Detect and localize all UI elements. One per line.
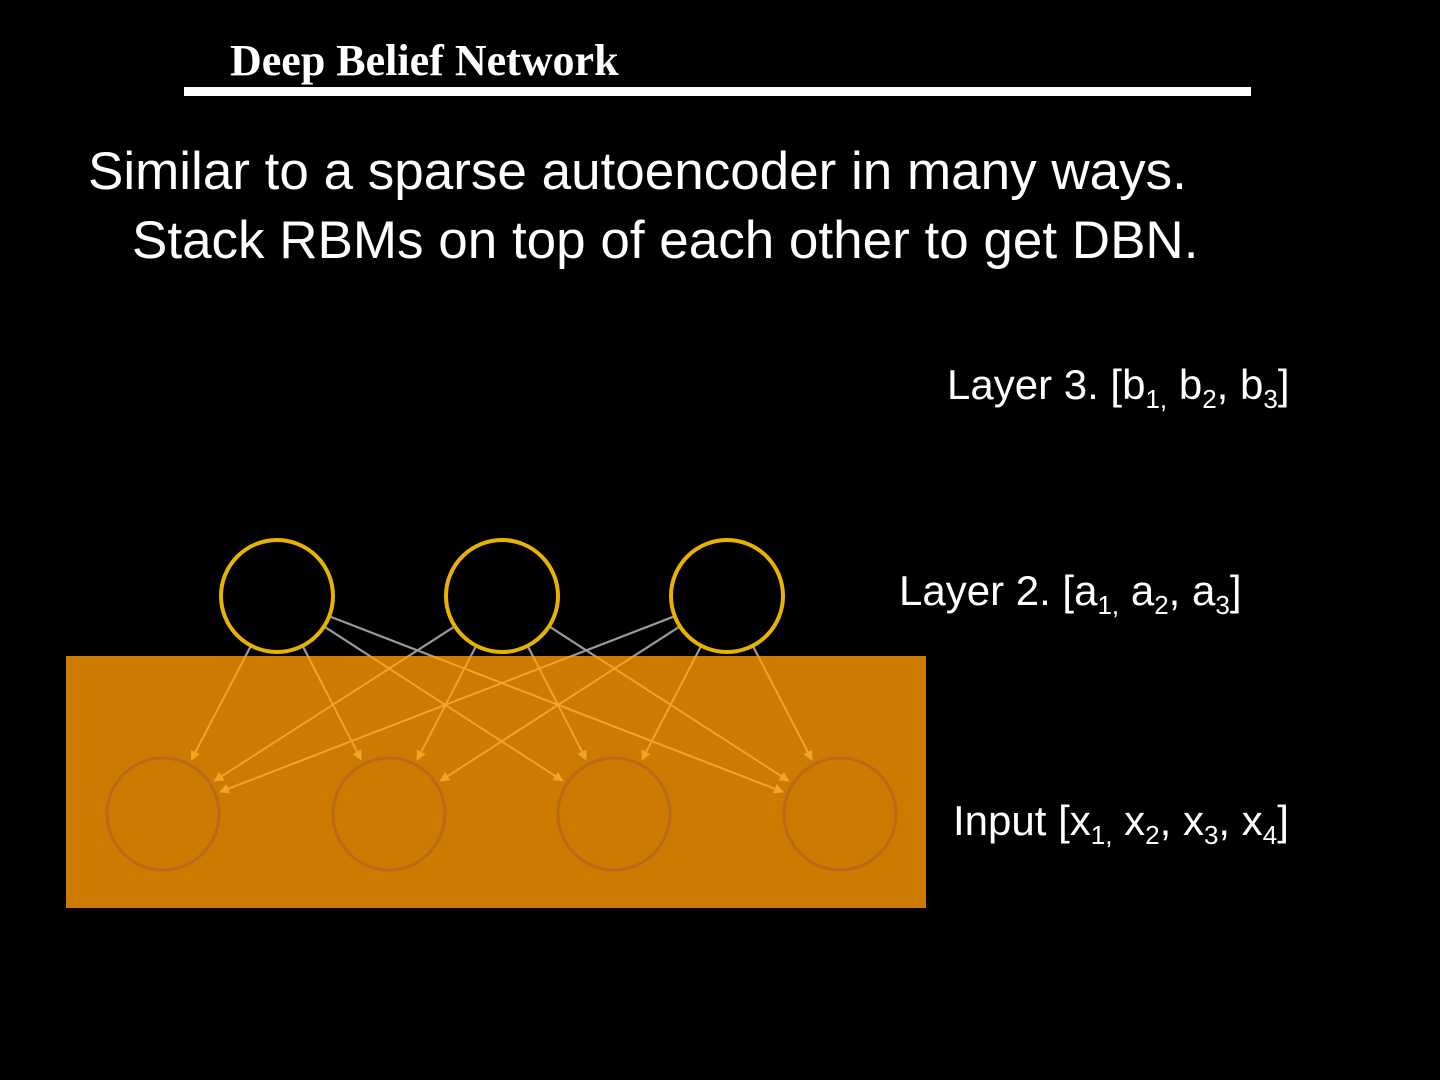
input-var-4: x <box>1241 797 1263 844</box>
layer3-label-prefix: Layer 3. [ <box>947 361 1123 408</box>
edge-h2-x1-arrow <box>213 656 411 782</box>
input-layer-label: Input [x1, x2, x3, x4] <box>953 797 1289 850</box>
input-sub-1: 1, <box>1090 820 1113 850</box>
layer2-sub-3: 3 <box>1215 590 1230 620</box>
layer2-var-1: a <box>1074 567 1098 614</box>
edge-h3-x1-arrow <box>218 656 575 794</box>
input-sub-4: 4 <box>1262 820 1278 850</box>
edge-h3-x4-arrow <box>756 656 813 761</box>
input-layer-nodes <box>105 756 898 872</box>
edge-h1-x1-arrow <box>190 656 247 761</box>
layer2-sub-2: 2 <box>1154 590 1169 620</box>
edge-h3-x3-arrow <box>641 656 698 761</box>
body-line-1: Similar to a sparse autoencoder in many … <box>88 142 1187 201</box>
edge-h1-x3 <box>323 625 372 656</box>
edge-h1-x2-arrow <box>306 656 362 761</box>
input-node-1 <box>105 756 221 872</box>
edge-h2-x4-arrow <box>593 656 790 782</box>
input-sub-2: 2 <box>1145 820 1160 850</box>
hidden-node-3 <box>669 538 785 654</box>
hidden-layer-nodes <box>219 538 785 654</box>
slide-title: Deep Belief Network <box>230 36 619 85</box>
edge-h2-x1 <box>406 625 456 656</box>
hidden-node-1 <box>219 538 335 654</box>
layer2-sub-1: 1, <box>1097 590 1120 620</box>
layer3-sub-2: 2 <box>1202 384 1217 414</box>
edge-h3-x2 <box>631 625 681 656</box>
layer2-var-3: a <box>1192 567 1216 614</box>
layer3-sub-1: 1, <box>1145 384 1168 414</box>
layer3-label: Layer 3. [b1, b2, b3] <box>947 361 1290 414</box>
input-node-4 <box>782 756 898 872</box>
layer2-label: Layer 2. [a1, a2, a3] <box>899 567 1242 620</box>
edge-h2-x2-arrow <box>416 656 473 761</box>
layer2-label-prefix: Layer 2. [ <box>899 567 1075 614</box>
body-line-2: Stack RBMs on top of each other to get D… <box>132 211 1199 270</box>
edge-h3-x2-arrow <box>439 656 636 782</box>
input-label-prefix: Input [ <box>953 797 1070 844</box>
edge-h1-x4 <box>328 615 436 656</box>
hidden-node-2 <box>444 538 560 654</box>
edge-h1-x4-arrow <box>429 656 785 794</box>
title-underline <box>184 87 1251 96</box>
input-var-2: x <box>1124 797 1146 844</box>
input-node-2 <box>331 756 447 872</box>
orange-overlay <box>66 656 926 908</box>
input-node-3 <box>556 756 672 872</box>
layer3-var-1: b <box>1122 361 1146 408</box>
input-var-3: x <box>1182 797 1204 844</box>
edge-h2-x4 <box>548 625 598 656</box>
edges-below-overlay <box>190 656 813 794</box>
edge-h2-x3-arrow <box>531 656 587 761</box>
edge-h3-x1 <box>568 615 676 656</box>
layer3-sub-3: 3 <box>1263 384 1278 414</box>
input-sub-3: 3 <box>1203 820 1219 850</box>
edge-h1-x3-arrow <box>367 656 564 782</box>
layer3-var-2: b <box>1178 361 1203 408</box>
input-var-1: x <box>1069 797 1091 844</box>
layer3-var-3: b <box>1240 361 1264 408</box>
layer2-var-2: a <box>1130 567 1155 614</box>
edges-above-overlay <box>244 615 760 656</box>
